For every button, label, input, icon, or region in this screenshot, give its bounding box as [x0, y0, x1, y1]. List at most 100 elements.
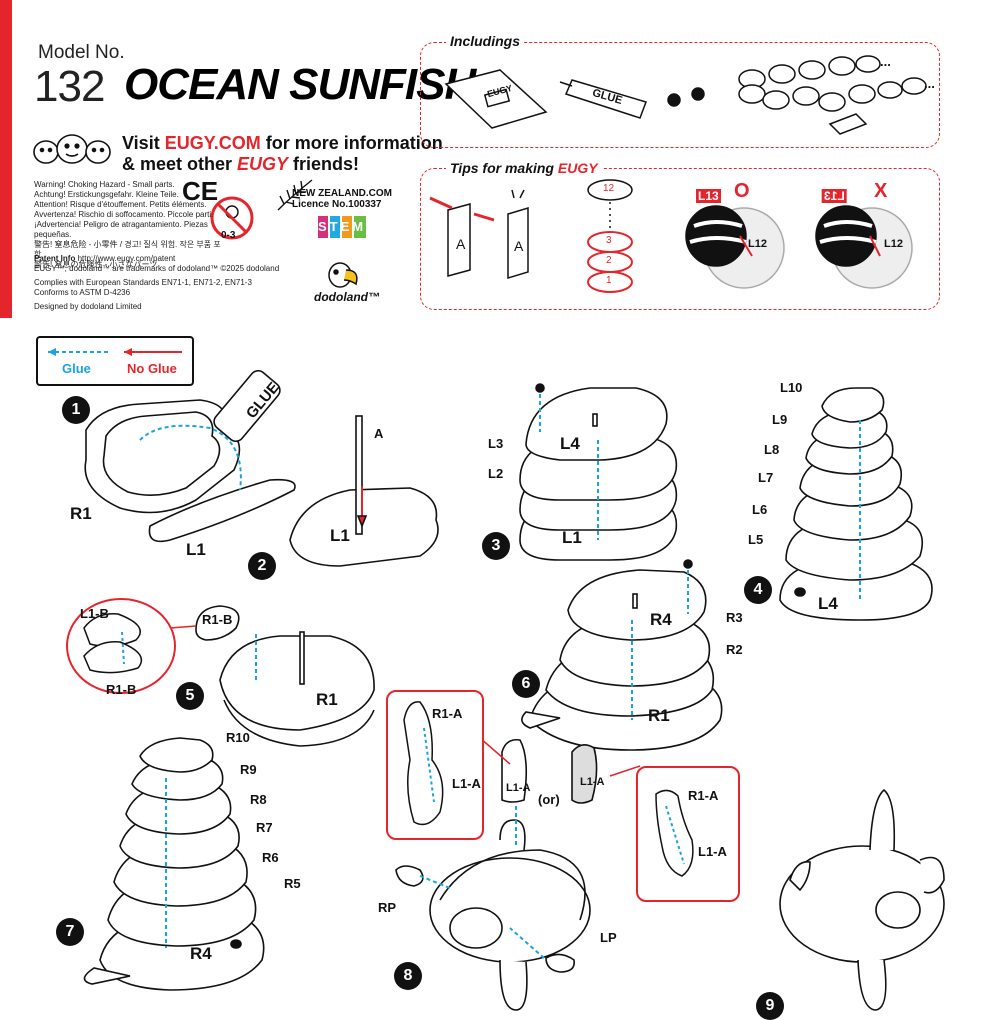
part-label: R1-B [106, 682, 137, 697]
eye-ball-icon [667, 93, 681, 107]
step-number: 6 [512, 670, 540, 698]
model-no-label: Model No. [38, 42, 125, 63]
part-label: L4 [818, 594, 838, 613]
part-label: L6 [752, 502, 768, 517]
step-number: 2 [248, 552, 276, 580]
part-label: R5 [284, 876, 301, 891]
dodoland-logo: dodoland™ [314, 290, 380, 304]
step-number: 4 [744, 576, 772, 604]
numbered-stack-icon [587, 179, 633, 293]
step-number: 1 [62, 396, 90, 424]
red-side-bar [0, 0, 12, 318]
step4-stack [779, 387, 933, 621]
part-label: L2 [488, 466, 504, 481]
part-label: L1 [330, 526, 350, 545]
part-label: R2 [726, 642, 743, 657]
legend-glue-label: Glue [62, 361, 91, 376]
part-label: R3 [726, 610, 743, 625]
part-label: L1-A [580, 776, 605, 788]
correct-mark: O [734, 180, 750, 202]
part-label: R6 [262, 850, 279, 865]
wrong-bottom-label: L12 [884, 238, 903, 250]
part-label: L10 [780, 380, 803, 395]
stem-logo-icon [318, 216, 366, 238]
tips-box [420, 168, 940, 310]
part-label: R1-B [202, 612, 233, 627]
part-label: R1-A [432, 706, 463, 721]
more-parts-ellipsis: ... [880, 54, 891, 69]
part-label: R9 [240, 762, 257, 777]
ce-mark: CE [182, 176, 219, 206]
assembled-piece-icon [507, 206, 529, 280]
glue-tube-icon [213, 369, 281, 443]
part-label: R8 [250, 792, 267, 807]
part-label: R4 [650, 610, 672, 629]
step1-pieces [84, 369, 296, 543]
part-label: L1 [186, 540, 206, 559]
part-label: LP [600, 930, 617, 945]
correct-alignment-icon [685, 205, 785, 289]
part-label: L4 [560, 434, 580, 453]
model-name: OCEAN SUNFISH [124, 60, 476, 109]
piece-with-thickness-icon [447, 203, 471, 277]
patent-link[interactable]: http://www.eugy.com/patent [77, 254, 176, 263]
wrong-alignment-icon [815, 205, 913, 289]
or-label: (or) [538, 792, 560, 807]
part-label: R7 [256, 820, 273, 835]
glue-legend [36, 336, 194, 386]
model-number: 132 [34, 62, 105, 111]
piece-letter: A [514, 238, 524, 254]
glue-tube-icon [559, 79, 647, 119]
part-label: L1 [562, 528, 582, 547]
step-number: 7 [56, 918, 84, 946]
part-label: R10 [226, 730, 250, 745]
part-label: R1 [648, 706, 670, 725]
more-parts-ellipsis: ... [924, 76, 935, 91]
step-number: 8 [394, 962, 422, 990]
step3-stack [519, 387, 678, 561]
part-label: RP [378, 900, 397, 915]
correct-bottom-label: L12 [748, 238, 767, 250]
step6-stack [521, 569, 723, 751]
part-label: L1-A [506, 782, 531, 794]
part-label: L8 [764, 442, 780, 457]
patent-info: Patent Info http://www.eugy.com/patent E… [34, 254, 280, 311]
step8-body [395, 738, 598, 1011]
stack-number: 3 [606, 235, 612, 246]
fern-logo-icon [277, 179, 313, 211]
stem-label: STEM [318, 219, 367, 234]
eye-ball-icon [691, 87, 705, 101]
part-label: R1 [316, 690, 338, 709]
step9-finished-sunfish [779, 788, 945, 1011]
part-label: L1-A [698, 844, 727, 859]
stack-top-number: 12 [603, 183, 615, 194]
step-number: 3 [482, 532, 510, 560]
part-label: L7 [758, 470, 774, 485]
visit-message: Visit EUGY.COM for more information & me… [122, 133, 443, 174]
age-label: 0-3 [221, 230, 236, 241]
includings-box [420, 42, 940, 148]
part-label: L5 [748, 532, 764, 547]
piece-letter: A [456, 236, 466, 252]
eugy-friends-icon [33, 134, 111, 164]
nz-licence: NEW ZEALAND.COM Licence No.100337 [292, 188, 392, 210]
step-number: 5 [176, 682, 204, 710]
eugy-site-link[interactable]: EUGY.COM [164, 133, 261, 153]
part-label: L1-B [80, 606, 109, 621]
choking-warnings: Warning! Choking Hazard - Small parts. A… [34, 180, 221, 269]
step-number: 9 [756, 992, 784, 1020]
part-label: R1-A [688, 788, 719, 803]
part-label: R4 [190, 944, 212, 963]
correct-top-label: L13 [696, 189, 721, 203]
part-label: L1-A [452, 776, 481, 791]
includings-title: Includings [446, 33, 524, 49]
step5-pieces [195, 605, 375, 747]
step2-pieces [289, 415, 439, 567]
part-label: A [374, 426, 384, 441]
